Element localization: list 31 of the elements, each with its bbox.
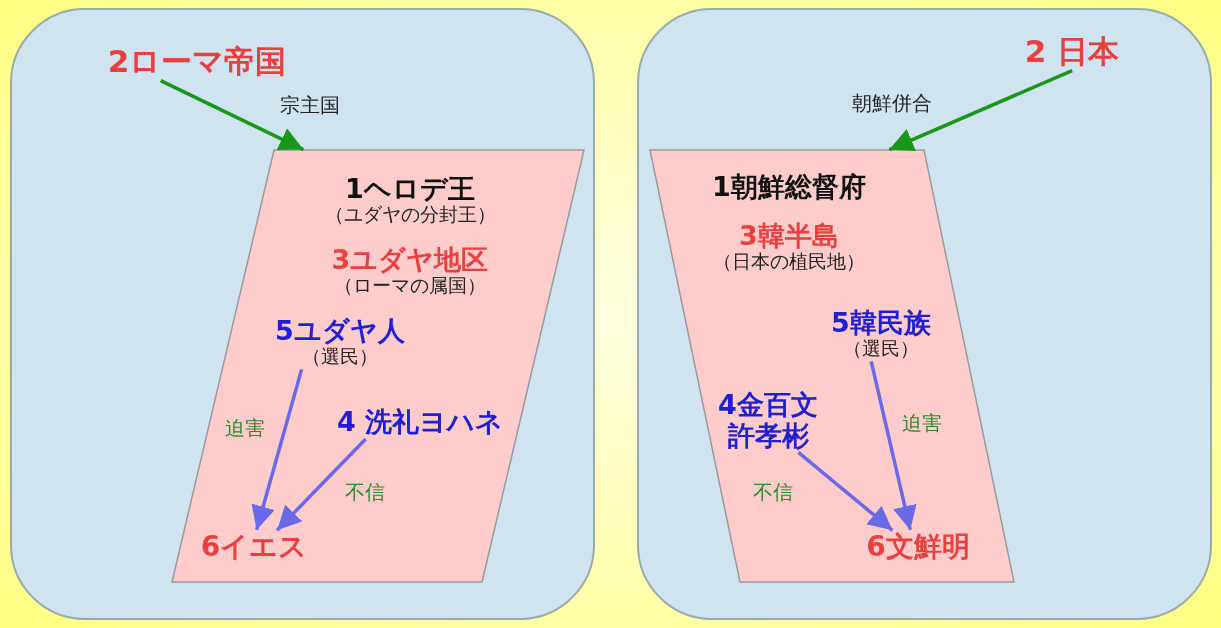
edge-label: 不信	[753, 478, 793, 506]
arrow	[251, 368, 304, 531]
subtitle-text: （ユダヤの分封王）	[324, 203, 496, 226]
title-text: 1ヘロデ王	[344, 172, 476, 204]
rounded-panel	[637, 8, 1212, 620]
title-text: 3韓半島	[738, 219, 840, 251]
title-text: 3ユダヤ地区	[331, 243, 489, 275]
edge-label: 朝鮮併合	[852, 89, 932, 117]
title-text: 4 洗礼ヨハネ	[336, 406, 504, 438]
subtitle-text: （選民）	[842, 337, 919, 360]
arrow	[888, 69, 1073, 152]
edge-label: 宗主国	[280, 91, 340, 119]
title-text: 5ユダヤ人	[275, 314, 405, 346]
title-text: 1朝鮮総督府	[712, 171, 866, 203]
title-text: 6文鮮明	[866, 530, 970, 564]
edge-label: 迫害	[902, 409, 942, 437]
rounded-panel	[10, 8, 595, 620]
subtitle-text: （ローマの属国）	[333, 274, 487, 297]
edge-label: 迫害	[225, 414, 265, 442]
title-text: 6イエス	[200, 530, 308, 564]
arrow	[159, 79, 305, 152]
title-text: 2ローマ帝国	[107, 44, 287, 80]
arrow	[869, 361, 917, 531]
title-text: 5韓民族	[831, 306, 931, 338]
subtitle-text: （選民）	[301, 345, 378, 368]
arrow	[275, 437, 367, 532]
title-text: 4金百文許孝彬	[717, 388, 819, 452]
edge-label: 不信	[345, 478, 385, 506]
arrow	[797, 450, 894, 532]
subtitle-text: （日本の植民地）	[713, 250, 865, 273]
title-text: 2 日本	[1024, 34, 1120, 70]
